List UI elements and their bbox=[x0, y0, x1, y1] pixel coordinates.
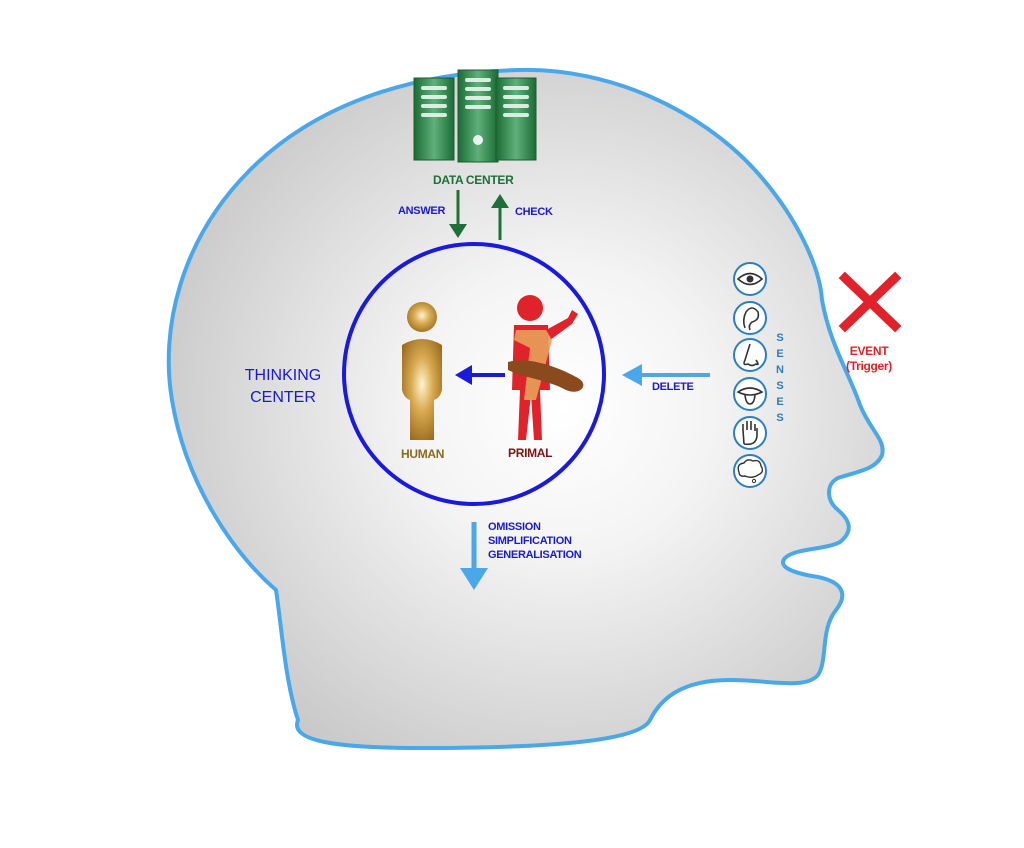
answer-label: ANSWER bbox=[398, 205, 446, 217]
filter-labels: OMISSION SIMPLIFICATION GENERALISATION bbox=[488, 521, 582, 561]
event-x-icon bbox=[838, 271, 902, 333]
primal-figure bbox=[508, 295, 584, 440]
answer-arrow bbox=[449, 190, 467, 238]
primal-to-human-arrow bbox=[455, 365, 505, 385]
nose-icon bbox=[733, 338, 767, 372]
event-line2: (Trigger) bbox=[846, 359, 892, 373]
senses-letter: E bbox=[776, 348, 784, 360]
senses-letter: S bbox=[776, 412, 784, 424]
senses-letter: S bbox=[776, 380, 784, 392]
senses-letter: N bbox=[776, 364, 784, 376]
ear-icon bbox=[733, 301, 767, 335]
tongue-icon bbox=[733, 377, 767, 411]
event-label: EVENT (Trigger) bbox=[836, 345, 902, 372]
human-label: HUMAN bbox=[401, 447, 445, 461]
delete-label: DELETE bbox=[652, 381, 694, 393]
check-label: CHECK bbox=[515, 206, 553, 218]
eye-icon bbox=[733, 262, 767, 296]
filter-omission: OMISSION bbox=[488, 521, 541, 533]
human-figure bbox=[402, 302, 442, 440]
senses-letter: S bbox=[776, 332, 784, 344]
filter-generalisation: GENERALISATION bbox=[488, 549, 582, 561]
data-center-servers bbox=[413, 69, 537, 163]
thinking-center-circle bbox=[342, 242, 606, 506]
filter-simplification: SIMPLIFICATION bbox=[488, 535, 572, 547]
senses-letter: E bbox=[776, 396, 784, 408]
filter-arrow bbox=[460, 522, 488, 590]
thought-icon bbox=[733, 454, 767, 488]
data-center-label: DATA CENTER bbox=[433, 173, 514, 187]
thinking-center-line1: THINKING bbox=[244, 367, 322, 384]
delete-arrow bbox=[622, 364, 710, 386]
event-line1: EVENT bbox=[849, 344, 889, 358]
check-arrow bbox=[491, 194, 509, 240]
senses-label: S E N S E S bbox=[774, 333, 786, 424]
thinking-center-label: THINKING CENTER bbox=[240, 368, 326, 406]
hand-icon bbox=[733, 416, 767, 450]
thinking-center-line2: CENTER bbox=[250, 389, 316, 406]
primal-label: PRIMAL bbox=[508, 446, 553, 460]
senses-icons bbox=[733, 262, 767, 488]
